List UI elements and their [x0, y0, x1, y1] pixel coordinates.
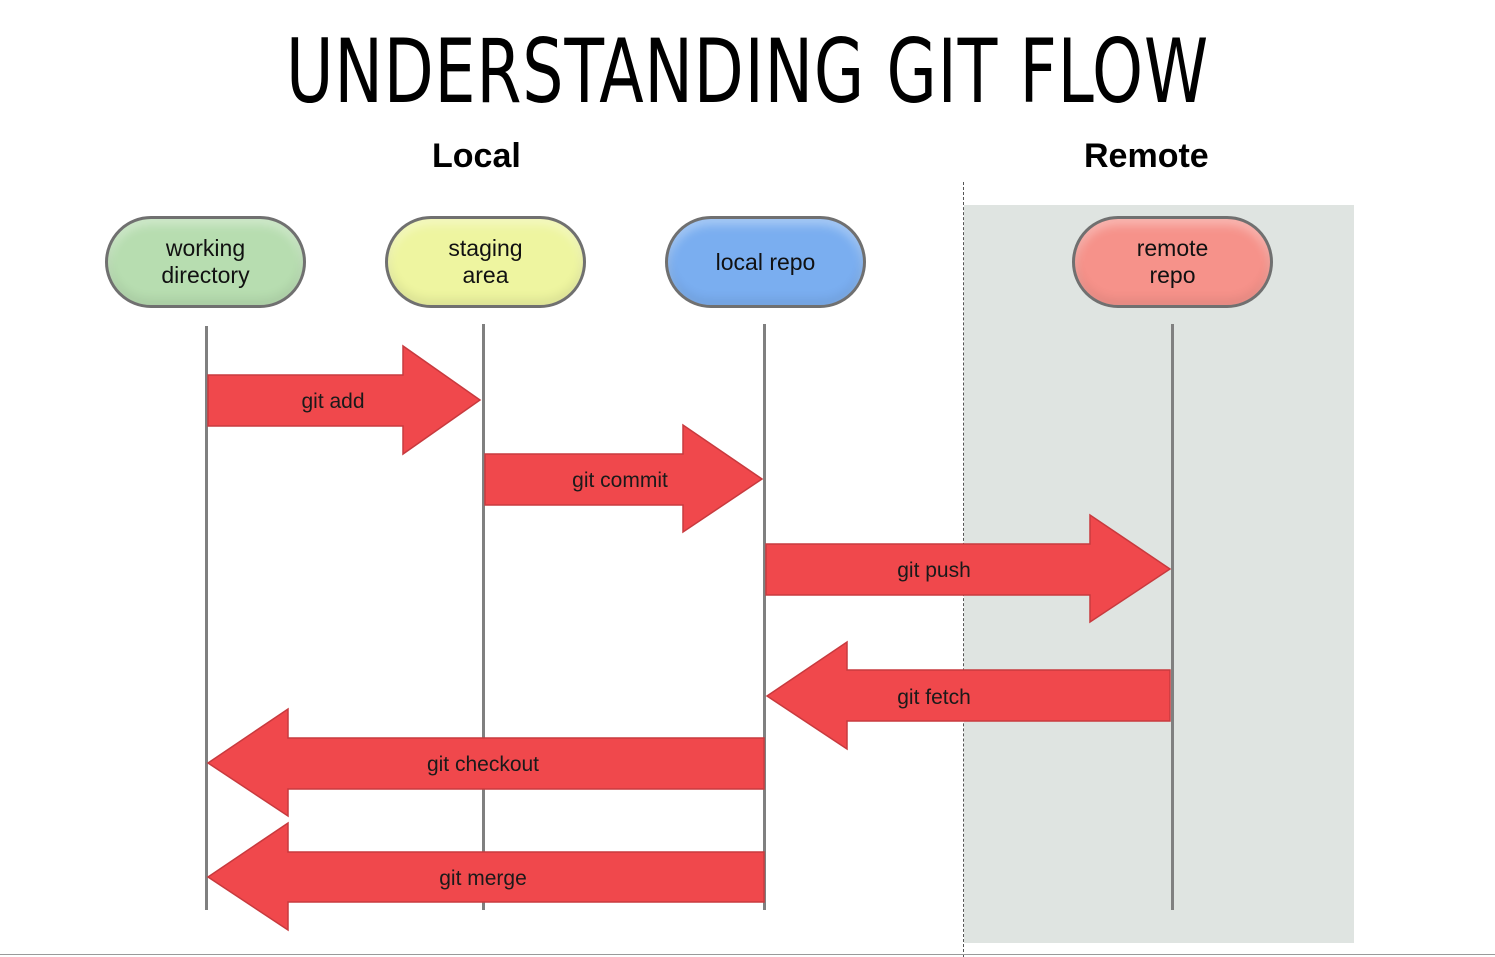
node-working-directory: working directory — [105, 216, 306, 308]
bottom-rule — [0, 954, 1495, 955]
lifeline-local-repo — [763, 324, 766, 910]
lifeline-staging-area — [482, 324, 485, 910]
arrow-git-push: git push — [765, 513, 1172, 624]
section-label-local: Local — [432, 137, 521, 175]
arrow-label-git-commit: git commit — [572, 469, 668, 492]
arrow-git-commit: git commit — [484, 423, 764, 534]
arrow-label-git-add: git add — [301, 390, 364, 413]
arrow-label-git-merge: git merge — [439, 867, 527, 890]
arrow-git-fetch: git fetch — [765, 640, 1171, 751]
lifeline-remote-repo — [1171, 324, 1174, 910]
arrow-label-git-checkout: git checkout — [427, 753, 539, 776]
page-title: UNDERSTANDING GIT FLOW — [286, 20, 1209, 123]
node-local-repo: local repo — [665, 216, 866, 308]
arrow-git-checkout: git checkout — [206, 707, 765, 818]
lifeline-working-directory — [205, 326, 208, 910]
arrow-git-merge: git merge — [206, 821, 765, 932]
arrow-git-add: git add — [207, 344, 482, 456]
section-label-remote: Remote — [1084, 137, 1209, 175]
arrow-label-git-fetch: git fetch — [897, 686, 971, 709]
node-remote-repo: remote repo — [1072, 216, 1273, 308]
node-staging-area: staging area — [385, 216, 586, 308]
arrow-label-git-push: git push — [897, 559, 971, 582]
